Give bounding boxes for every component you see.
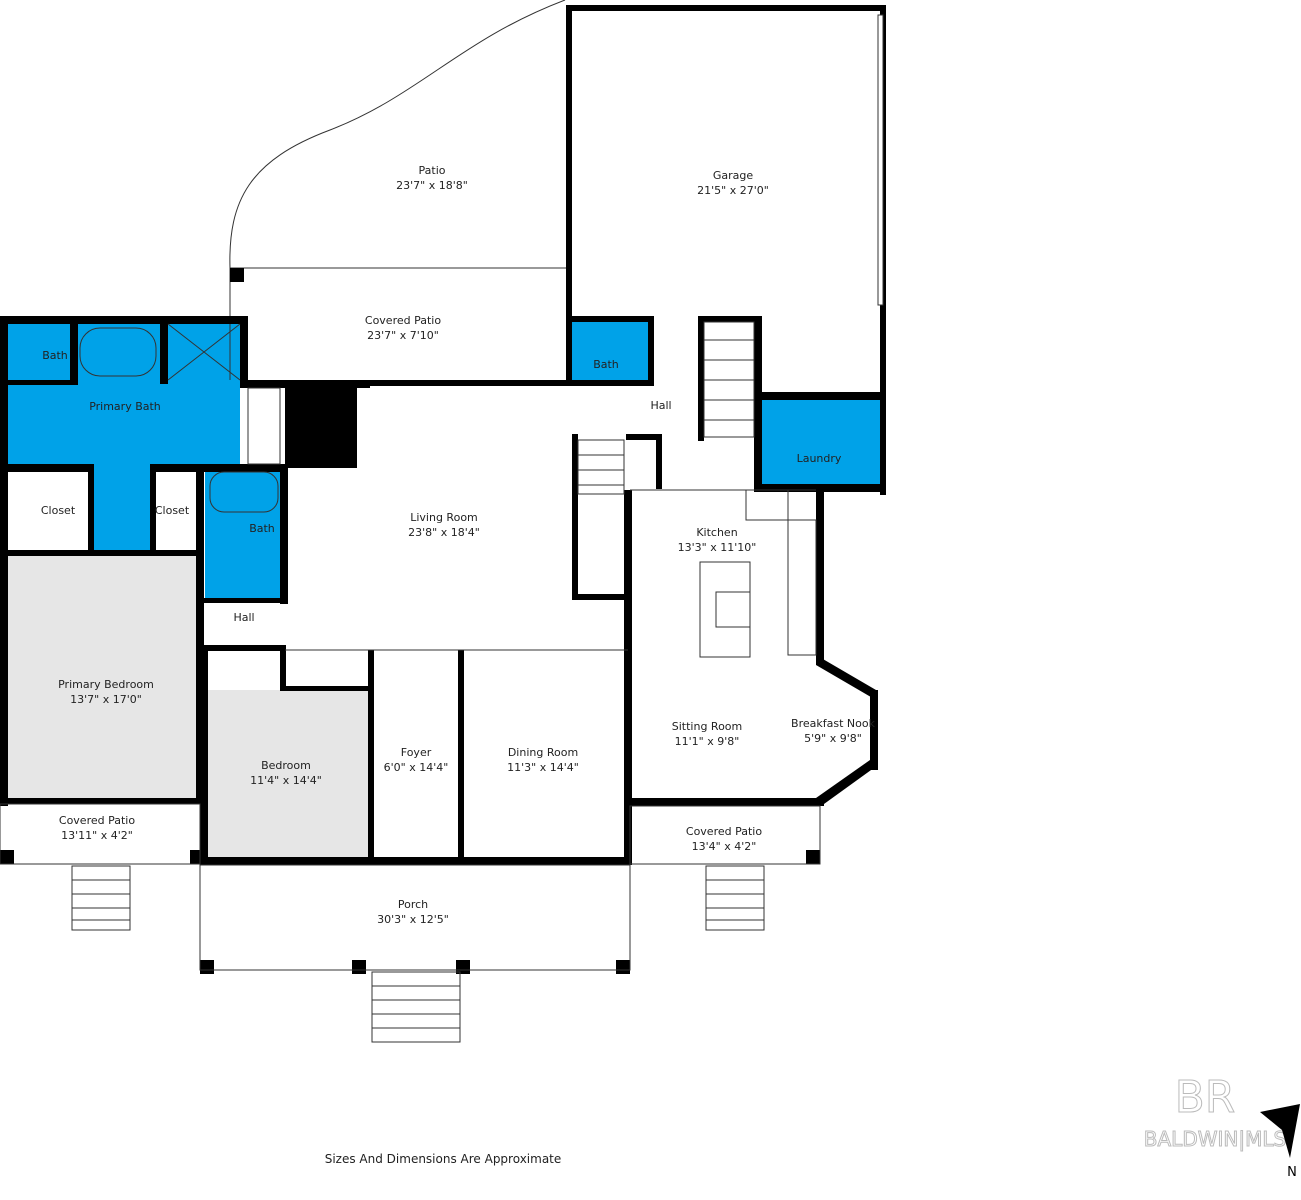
dining-room-label: Dining Room xyxy=(508,746,578,759)
bath-toilet-label: Bath xyxy=(42,349,68,362)
primary-bedroom-size: 13'7" x 17'0" xyxy=(70,693,142,706)
porch-size: 30'3" x 12'5" xyxy=(377,913,449,926)
hall-bath-label: Bath xyxy=(249,522,275,535)
laundry-fill xyxy=(760,400,882,487)
covered-patio-rear-size: 23'7" x 7'10" xyxy=(367,329,439,342)
baldwin-mls-logo: BR BALDWIN|MLS xyxy=(1143,1072,1286,1152)
outlines xyxy=(0,323,821,971)
logo-monogram: BR xyxy=(1175,1072,1236,1123)
covered-patio-rear-label: Covered Patio xyxy=(365,314,441,327)
sitting-room-label: Sitting Room xyxy=(672,720,743,733)
primary-bedroom-fill xyxy=(8,556,202,800)
closet-right-label: Closet xyxy=(155,504,190,517)
room-labels: Patio 23'7" x 18'8" Garage 21'5" x 27'0"… xyxy=(41,164,876,926)
living-room-size: 23'8" x 18'4" xyxy=(408,526,480,539)
stairs-porch xyxy=(371,971,461,1043)
hall-bath-fill xyxy=(205,468,281,600)
garage-bath-label: Bath xyxy=(593,358,619,371)
primary-bedroom-label: Primary Bedroom xyxy=(58,678,154,691)
kitchen-label: Kitchen xyxy=(696,526,737,539)
hall-upper-label: Hall xyxy=(650,399,671,412)
patio-size: 23'7" x 18'8" xyxy=(396,179,468,192)
living-room-label: Living Room xyxy=(410,511,478,524)
porch-label: Porch xyxy=(398,898,428,911)
patio-boundary xyxy=(229,0,566,269)
covered-patio-right-size: 13'4" x 4'2" xyxy=(692,840,757,853)
walls xyxy=(0,5,886,974)
bedroom-size: 11'4" x 14'4" xyxy=(250,774,322,787)
closet-left-label: Closet xyxy=(41,504,76,517)
sitting-room-size: 11'1" x 9'8" xyxy=(675,735,740,748)
stairs-hall xyxy=(703,321,755,438)
dining-room-size: 11'3" x 14'4" xyxy=(507,761,579,774)
garage-bath-fill xyxy=(572,322,648,382)
north-label: N xyxy=(1287,1165,1297,1180)
laundry-label: Laundry xyxy=(797,452,842,465)
stairs-interior xyxy=(577,439,625,495)
stairs xyxy=(71,321,765,1043)
covered-patio-left-size: 13'11" x 4'2" xyxy=(61,829,133,842)
stairs-right-patio xyxy=(705,865,765,931)
disclaimer: Sizes And Dimensions Are Approximate xyxy=(325,1152,562,1166)
patio-label: Patio xyxy=(419,164,446,177)
covered-patio-right-label: Covered Patio xyxy=(686,825,762,838)
garage-size: 21'5" x 27'0" xyxy=(697,184,769,197)
room-fills xyxy=(8,322,882,860)
kitchen-size: 13'3" x 11'10" xyxy=(678,541,757,554)
primary-bath-fill-lower xyxy=(92,466,152,552)
bedroom-fill xyxy=(206,690,370,860)
foyer-label: Foyer xyxy=(401,746,432,759)
breakfast-nook-label: Breakfast Nook xyxy=(791,717,876,730)
hall-lower-label: Hall xyxy=(233,611,254,624)
north-arrow-icon: N xyxy=(1260,1104,1300,1180)
primary-bath-fill xyxy=(8,324,240,466)
bedroom-label: Bedroom xyxy=(261,759,311,772)
breakfast-nook-size: 5'9" x 9'8" xyxy=(804,732,862,745)
foyer-size: 6'0" x 14'4" xyxy=(384,761,449,774)
stairs-left-patio xyxy=(71,865,131,931)
covered-patio-left-label: Covered Patio xyxy=(59,814,135,827)
garage-label: Garage xyxy=(713,169,754,182)
logo-text: BALDWIN|MLS xyxy=(1144,1127,1286,1151)
primary-bath-label: Primary Bath xyxy=(89,400,161,413)
